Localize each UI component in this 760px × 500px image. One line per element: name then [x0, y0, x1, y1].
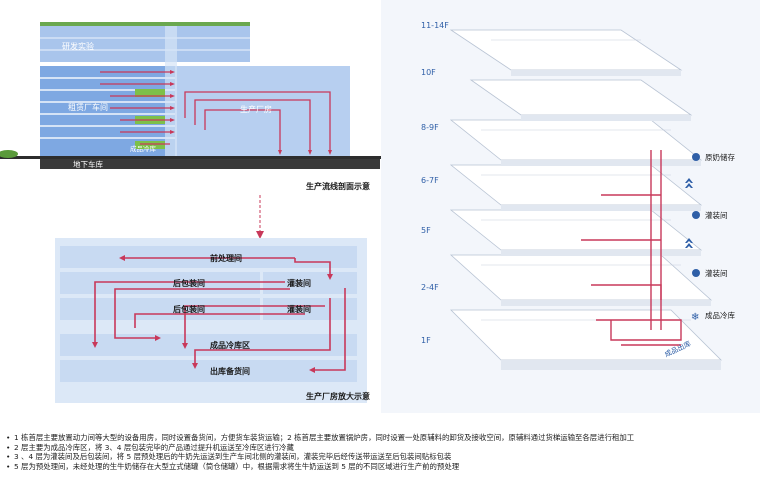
plan-fill1-label: 灌装间 [287, 278, 311, 288]
plan-cold-label: 成品冷库区 [210, 340, 250, 350]
note-item: 5 层为预处理间，未经处理的生牛奶储存在大型立式储罐（筒仓储罐）中，根据需求将生… [6, 462, 756, 472]
legend-2: 灌装间 [705, 268, 728, 278]
axon-diagram: 成品出库 11-14F 10F 8-9F 6-7F 5F 2-4F 1F 原奶储… [381, 0, 760, 413]
floor-label-4: 5F [421, 226, 431, 235]
floor-label-5: 2-4F [421, 283, 439, 292]
plan-back2-label: 后包装间 [173, 304, 205, 314]
legend-1: 灌装间 [705, 210, 728, 220]
notes: 1 栋首层主要放置动力间等大型的设备用房，同时设置备货间，方便货车装货运输；2 … [6, 433, 756, 471]
production-label: 生产厂房 [240, 104, 272, 114]
tank-icon [692, 153, 700, 161]
plan-diagram: 前处理间 后包装间 灌装间 后包装间 灌装间 成品冷库区 出库备货间 [55, 238, 367, 403]
plan-fill2-label: 灌装间 [287, 304, 311, 314]
basement-label: 地下车库 [73, 159, 103, 169]
production-block [175, 66, 350, 156]
section-caption: 生产流线剖面示意 [306, 182, 370, 191]
plan-pre-label: 前处理间 [210, 253, 242, 263]
floor-label-1: 10F [421, 68, 436, 77]
floor-label-3: 6-7F [421, 176, 439, 185]
legend-0: 原奶储存 [705, 152, 735, 162]
note-item: 2 层主要为成品冷库区，将 3、4 层包装完毕的产品通过提升机运送至冷库区进行冷… [6, 443, 756, 453]
section-diagram: 研发实验 租赁厂车间 生产厂房 成品冷库 [0, 22, 400, 169]
roof-trees [40, 22, 250, 28]
legend: 原奶储存 灌装间 灌装间 ❄ 成品冷库 [691, 152, 735, 323]
filling-icon-2 [692, 269, 700, 277]
floor-label-2: 8-9F [421, 123, 439, 132]
legend-3: 成品冷库 [705, 310, 735, 320]
cold-label: 成品冷库 [130, 144, 157, 153]
plan-caption: 生产厂房放大示意 [306, 392, 370, 401]
flow-arrow [256, 195, 264, 239]
rd-label: 研发实验 [62, 41, 94, 51]
rd-block [40, 26, 250, 62]
plan-out-label: 出库备货间 [210, 366, 250, 376]
basement-block [40, 159, 380, 169]
floor-label-0: 11-14F [421, 21, 449, 30]
floor-label-6: 1F [421, 336, 431, 345]
workshop-label: 租赁厂车间 [68, 102, 108, 112]
note-item: 1 栋首层主要放置动力间等大型的设备用房，同时设置备货间，方便货车装货运输；2 … [6, 433, 756, 443]
plan-back1-label: 后包装间 [173, 278, 205, 288]
note-item: 3 、4 层为灌装间及后包装间，将 5 层预处理后的牛奶先运送到生产车间北侧的灌… [6, 452, 756, 462]
snowflake-icon: ❄ [691, 312, 699, 323]
filling-icon [692, 211, 700, 219]
chevrons [685, 178, 693, 248]
